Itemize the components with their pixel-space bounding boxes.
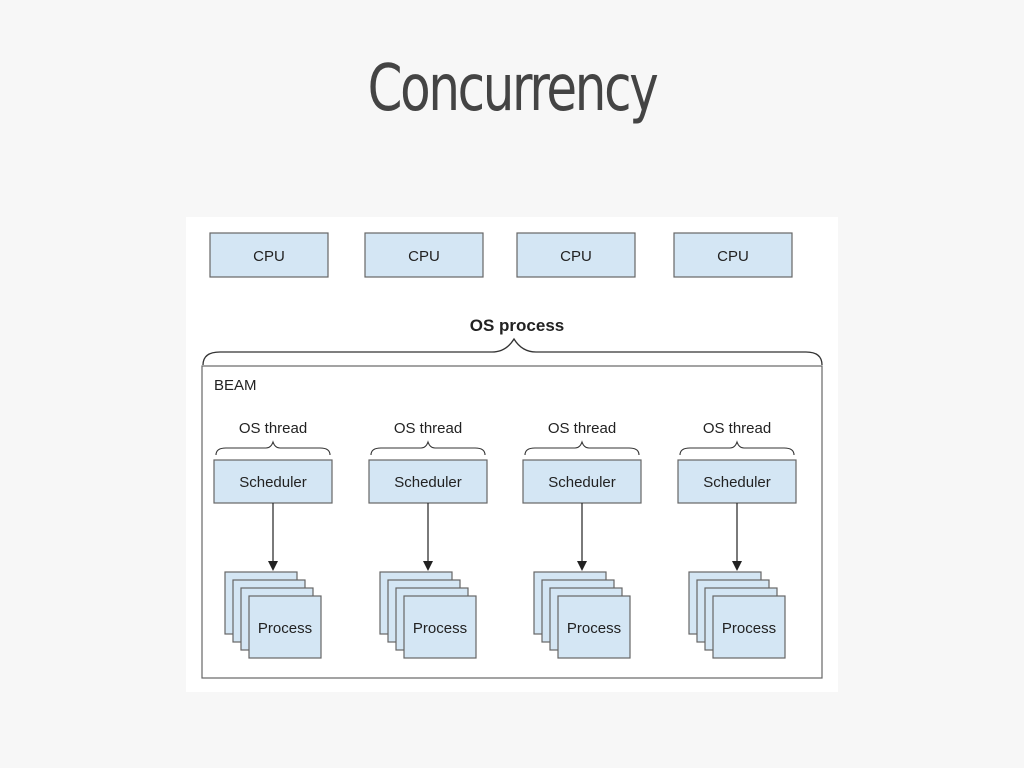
os-thread-label: OS thread <box>548 420 616 437</box>
cpu-label: CPU <box>253 248 285 265</box>
cpu-box <box>516 232 636 278</box>
os-thread-label: OS thread <box>239 420 307 437</box>
os-thread-brace <box>524 440 640 456</box>
beam-label: BEAM <box>214 377 257 394</box>
os-process-brace <box>202 337 823 366</box>
os-thread-brace <box>679 440 795 456</box>
cpu-label: CPU <box>560 248 592 265</box>
process-label: Process <box>413 620 467 637</box>
process-box <box>712 595 786 659</box>
process-label: Process <box>567 620 621 637</box>
scheduler-label: Scheduler <box>394 474 462 491</box>
scheduler-label: Scheduler <box>703 474 771 491</box>
cpu-box <box>364 232 484 278</box>
scheduler-box <box>522 459 642 504</box>
process-label: Process <box>722 620 776 637</box>
scheduler-box <box>677 459 797 504</box>
os-thread-label: OS thread <box>394 420 462 437</box>
cpu-label: CPU <box>408 248 440 265</box>
os-process-label: OS process <box>470 316 565 335</box>
scheduler-label: Scheduler <box>548 474 616 491</box>
process-box <box>557 595 631 659</box>
slide-title: Concurrency <box>367 52 659 126</box>
scheduler-box <box>213 459 333 504</box>
process-box <box>248 595 322 659</box>
scheduler-label: Scheduler <box>239 474 307 491</box>
os-thread-label: OS thread <box>703 420 771 437</box>
os-thread-brace <box>215 440 331 456</box>
cpu-label: CPU <box>717 248 749 265</box>
process-box <box>403 595 477 659</box>
process-label: Process <box>258 620 312 637</box>
cpu-box <box>209 232 329 278</box>
os-thread-brace <box>370 440 486 456</box>
cpu-box <box>673 232 793 278</box>
